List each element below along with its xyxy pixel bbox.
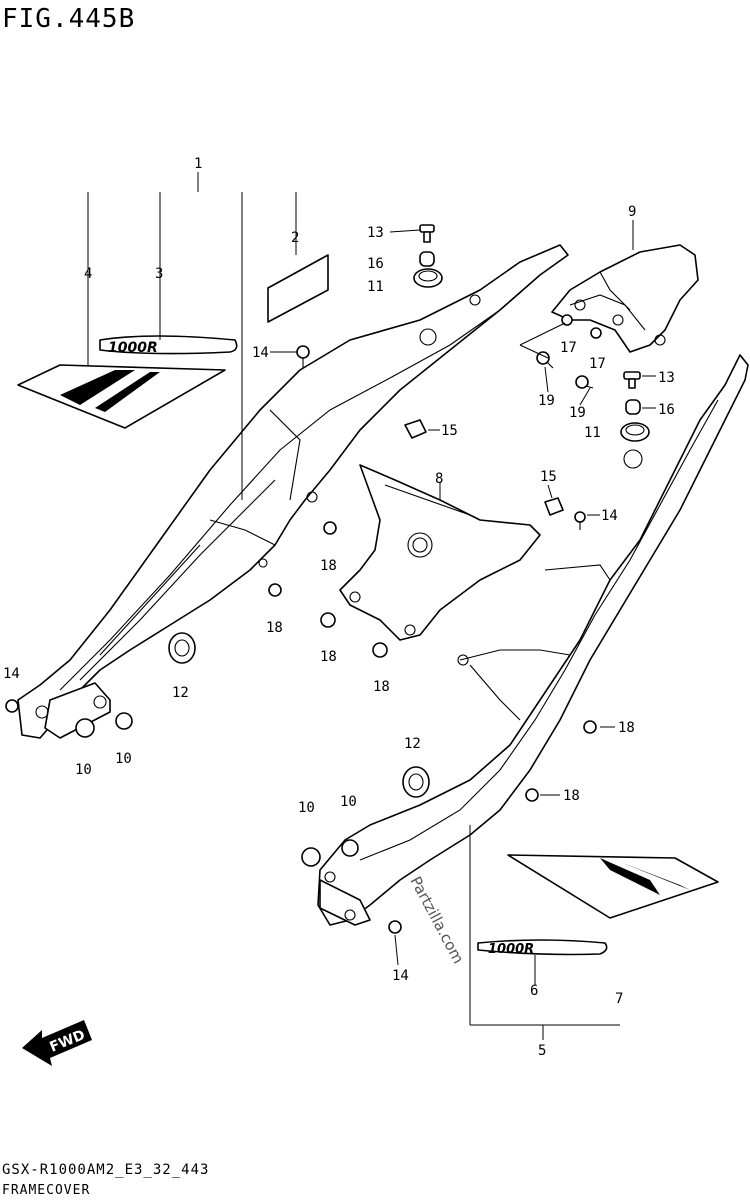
decal-1000r-right[interactable]: 1000R <box>477 939 608 957</box>
screw-14-bottom[interactable] <box>388 920 402 934</box>
callout-13a: 13 <box>367 225 384 241</box>
callout-6: 6 <box>530 983 538 999</box>
callout-5: 5 <box>538 1043 546 1059</box>
callout-10c: 10 <box>298 800 315 816</box>
callout-16b: 16 <box>658 402 675 418</box>
callout-17a: 17 <box>560 340 577 356</box>
decal-stripe-left[interactable] <box>17 364 226 429</box>
callout-18f: 18 <box>563 788 580 804</box>
spacer-16-right[interactable] <box>625 399 641 415</box>
grommet-18-c[interactable] <box>320 612 336 628</box>
callout-18a: 18 <box>320 558 337 574</box>
callout-14d: 14 <box>392 968 409 984</box>
bolt-13-right[interactable] <box>623 371 641 389</box>
grommet-11-right[interactable] <box>620 422 650 442</box>
callout-18c: 18 <box>320 649 337 665</box>
spacer-16-top[interactable] <box>419 251 435 267</box>
cushion-10-d[interactable] <box>341 839 359 857</box>
decal-stripe-right[interactable] <box>507 854 719 919</box>
callout-17b: 17 <box>589 356 606 372</box>
callout-labels: 1 2 3 4 5 6 7 8 9 10 10 10 10 11 11 12 1… <box>3 156 675 1059</box>
grommet-18-d[interactable] <box>372 642 388 658</box>
callout-4: 4 <box>84 266 92 282</box>
callout-14c: 14 <box>3 666 20 682</box>
callout-18e: 18 <box>618 720 635 736</box>
screw-14-top[interactable] <box>296 345 310 368</box>
grommet-18-e[interactable] <box>583 720 597 734</box>
leader-lines <box>87 172 656 1040</box>
grommet-18-b[interactable] <box>268 583 282 597</box>
callout-19b: 19 <box>569 405 586 421</box>
footer-name: FRAMECOVER <box>2 1183 91 1198</box>
cushion-10-a[interactable] <box>75 718 95 738</box>
callout-19a: 19 <box>538 393 555 409</box>
callout-9: 9 <box>628 204 636 220</box>
callout-12b: 12 <box>404 736 421 752</box>
callout-13b: 13 <box>658 370 675 386</box>
screw-19-right[interactable] <box>575 375 594 389</box>
bolt-13-top[interactable] <box>419 224 435 243</box>
callout-14a: 14 <box>252 345 269 361</box>
grommet-11-top[interactable] <box>413 268 443 288</box>
callout-1: 1 <box>194 156 202 172</box>
grommet-18-f[interactable] <box>525 788 539 802</box>
center-cover[interactable] <box>339 464 541 641</box>
callout-14b: 14 <box>601 508 618 524</box>
clip-17-left[interactable] <box>561 314 573 326</box>
callout-15b: 15 <box>540 469 557 485</box>
cushion-12-right[interactable] <box>402 766 430 798</box>
figure-title: FIG.445B <box>2 4 136 34</box>
cushion-12-left[interactable] <box>168 632 196 664</box>
callout-10d: 10 <box>340 794 357 810</box>
watermark-text: Partzilla.com <box>406 873 467 966</box>
cushion-10-c[interactable] <box>301 847 321 867</box>
nut-15-upper[interactable] <box>404 419 427 439</box>
fwd-arrow: FWD <box>22 1020 92 1066</box>
grommet-18-a[interactable] <box>323 521 337 535</box>
nut-15-lower[interactable] <box>544 497 564 516</box>
callout-16a: 16 <box>367 256 384 272</box>
callout-12a: 12 <box>172 685 189 701</box>
callout-10b: 10 <box>115 751 132 767</box>
callout-3: 3 <box>155 266 163 282</box>
callout-7: 7 <box>615 991 623 1007</box>
tail-cover[interactable] <box>551 244 699 353</box>
clip-17-right[interactable] <box>590 327 602 339</box>
decal-1000r-right-text: 1000R <box>488 942 534 957</box>
footer-code: GSX-R1000AM2_E3_32_443 <box>2 1162 210 1178</box>
callout-11b: 11 <box>584 425 601 441</box>
callout-10a: 10 <box>75 762 92 778</box>
decal-1000r-left-text: 1000R <box>108 340 158 356</box>
decal-1000r-left[interactable]: 1000R <box>99 335 238 356</box>
screw-19-left[interactable] <box>536 351 554 369</box>
screw-14-left[interactable] <box>5 699 19 713</box>
callout-11a: 11 <box>367 279 384 295</box>
left-frame-cover[interactable] <box>17 244 569 739</box>
caution-label[interactable] <box>267 254 329 323</box>
callout-8: 8 <box>435 471 443 487</box>
callout-18d: 18 <box>373 679 390 695</box>
callout-15a: 15 <box>441 423 458 439</box>
screw-14-right[interactable] <box>574 511 586 530</box>
callout-18b: 18 <box>266 620 283 636</box>
right-frame-cover[interactable] <box>317 354 749 926</box>
cushion-10-b[interactable] <box>115 712 133 730</box>
callout-2: 2 <box>291 230 299 246</box>
